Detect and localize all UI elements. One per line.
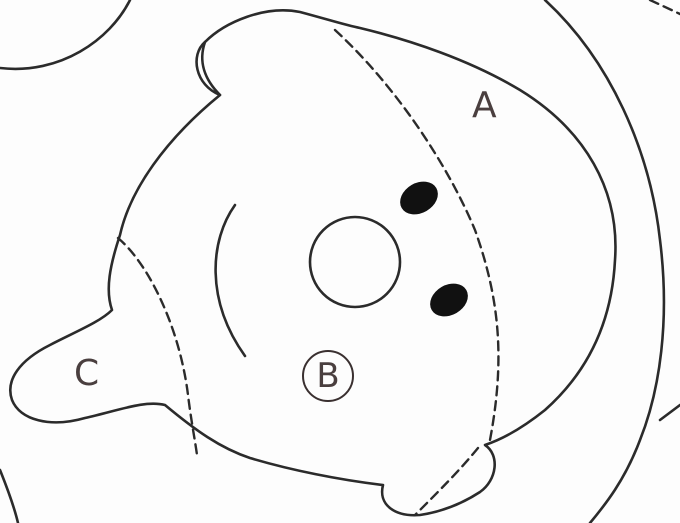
head-outline bbox=[10, 10, 615, 515]
background-outline-top-left bbox=[0, 0, 130, 69]
label-b: B bbox=[302, 350, 354, 402]
background-outline-right-edge bbox=[660, 405, 680, 420]
label-a: A bbox=[472, 88, 497, 124]
ear-crease bbox=[202, 42, 220, 95]
eye-upper bbox=[394, 175, 444, 221]
cheek-curve bbox=[216, 205, 245, 356]
background-outline-right bbox=[545, 0, 664, 523]
eye-lower bbox=[424, 277, 474, 323]
background-outline-bottom-left bbox=[0, 470, 18, 523]
background-outline-top-right bbox=[650, 0, 680, 14]
nose-circle bbox=[310, 217, 400, 307]
label-c: C bbox=[74, 356, 99, 392]
seam-line-ear bbox=[415, 448, 478, 515]
